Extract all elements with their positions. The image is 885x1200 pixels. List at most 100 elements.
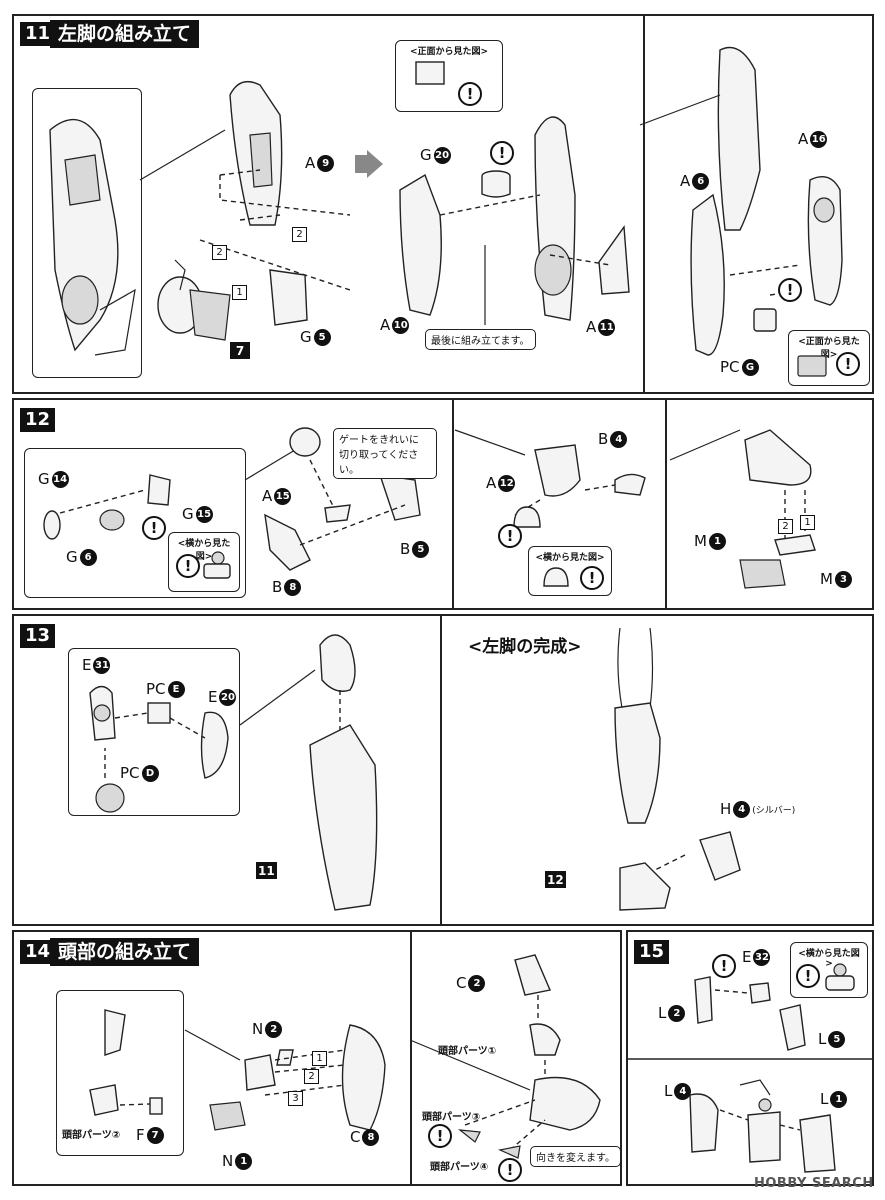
head-part-3-label: 頭部パーツ③ [422, 1112, 481, 1123]
thigh-drawing [239, 634, 378, 911]
part-g20-drawing [481, 170, 511, 198]
leg-inner-drawing [49, 118, 136, 356]
head-part-2-drawing [89, 1009, 163, 1116]
order-mark-1: 1 [312, 1046, 327, 1066]
step-number: 13 [20, 624, 56, 648]
label-11: 11 [256, 862, 277, 879]
detail-inset [24, 448, 246, 598]
label-12: 12 [545, 871, 566, 888]
assemble-last-note: 最後に組み立てます。 [425, 329, 536, 350]
order-mark-3: 3 [288, 1086, 303, 1106]
completed-leg-drawing [614, 627, 671, 911]
order-mark-2: 2 [778, 514, 793, 534]
divider [440, 614, 442, 926]
divider [643, 14, 645, 394]
warning-icon: ! [498, 524, 522, 548]
head-part-2-label: 頭部パーツ② [62, 1130, 121, 1141]
label-7: 7 [230, 342, 250, 359]
front-view-part [415, 61, 445, 85]
watermark: HOBBY SEARCH [754, 1176, 874, 1191]
leg-outer-drawing [717, 46, 761, 231]
foot-assembly-drawing [669, 429, 816, 589]
warning-icon: ! [778, 278, 802, 302]
order-mark-1: 1 [800, 510, 815, 530]
next-arrow-icon [355, 150, 383, 178]
completion-title: <左脚の完成> [468, 637, 582, 657]
step-number: 11 [20, 22, 56, 46]
warning-icon: ! [458, 82, 482, 106]
side-view-joint [203, 551, 231, 579]
knee-assembly-drawing [244, 427, 421, 571]
warning-icon: ! [796, 964, 820, 988]
cut-gate-note: ゲートをきれいに 切り取ってください。 [333, 428, 437, 479]
leg-a9-drawing [229, 81, 283, 226]
warning-icon: ! [176, 554, 200, 578]
warning-icon: ! [580, 566, 604, 590]
section-13 [12, 614, 874, 926]
divider-line [626, 1058, 874, 1060]
step-number: 15 [634, 940, 670, 964]
front-view-callout: <正面から見た図> [395, 40, 503, 112]
front-view-pc [797, 355, 827, 377]
assembly-dashes [439, 194, 611, 325]
step-title: 左脚の組み立て [50, 20, 200, 48]
detail-inset [32, 88, 142, 378]
guide-lines [139, 129, 351, 291]
arm-parts-drawing [694, 976, 806, 1051]
order-mark-1: 1 [232, 280, 247, 300]
order-mark-2: 2 [292, 222, 307, 242]
warning-icon: ! [836, 352, 860, 376]
section-14 [12, 930, 622, 1186]
part-a16-drawing [807, 176, 843, 306]
warning-icon: ! [498, 1158, 522, 1182]
step-number: 12 [20, 408, 56, 432]
warning-icon: ! [490, 141, 514, 165]
section-15 [626, 930, 874, 1186]
head-assembly-drawing [184, 1024, 386, 1131]
part-h4-drawing [654, 831, 741, 881]
side-view-ball [825, 963, 855, 991]
side-view-dome [543, 567, 569, 587]
order-mark-2: 2 [304, 1064, 319, 1084]
divider [665, 398, 667, 610]
warning-icon: ! [712, 954, 736, 978]
detail-inset [56, 990, 184, 1156]
part-a11-drawing [598, 225, 630, 295]
step11-right-guides [639, 94, 806, 296]
change-direction-note: 向きを変えます。 [530, 1146, 621, 1167]
warning-icon: ! [428, 1124, 452, 1148]
part-a6-drawing [690, 193, 725, 356]
step-number: 14 [20, 940, 56, 964]
ankle-assembly-drawing [454, 429, 646, 516]
hip-parts-drawing [89, 685, 229, 813]
head-right-drawing [409, 954, 601, 1159]
order-mark-2b: 2 [212, 240, 227, 260]
part-a10-drawing [399, 173, 442, 316]
